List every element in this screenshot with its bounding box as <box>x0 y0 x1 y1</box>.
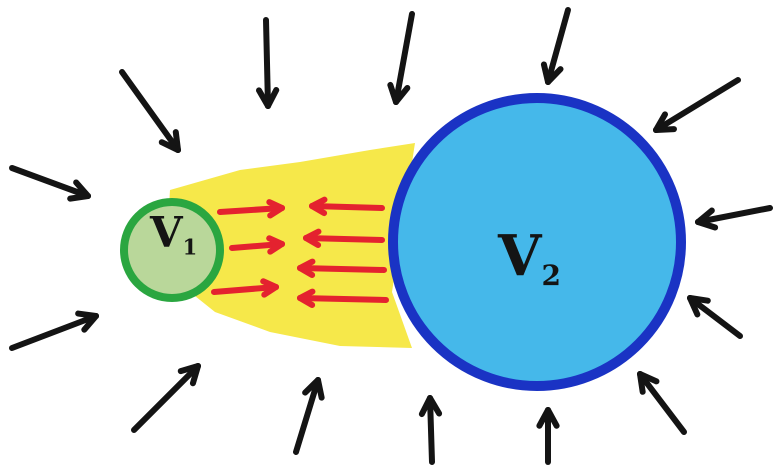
inward-arrow <box>536 407 560 465</box>
inward-arrow <box>293 377 325 455</box>
flow-arrows <box>211 196 389 308</box>
flow-arrow <box>297 258 387 279</box>
flow-arrow <box>297 288 389 308</box>
large-circle-v2 <box>388 93 686 391</box>
inward-arrow <box>119 69 181 153</box>
inward-arrow <box>9 310 99 351</box>
label-v1: V1 <box>150 208 198 260</box>
small-circle-v1 <box>120 198 224 302</box>
flow-arrow <box>229 235 285 255</box>
outer-arrows <box>9 7 773 465</box>
inward-arrow <box>637 371 687 435</box>
inward-arrow <box>387 11 415 105</box>
inward-arrow <box>256 17 280 109</box>
inward-arrow <box>653 77 741 133</box>
inward-arrow <box>540 7 571 85</box>
flow-arrow <box>211 278 279 298</box>
inward-arrow <box>9 165 91 202</box>
inward-arrow <box>695 205 773 231</box>
flow-arrow <box>217 199 285 219</box>
inward-arrow <box>418 395 443 465</box>
inward-arrow <box>131 363 201 433</box>
label-v2: V2 <box>498 223 561 292</box>
flow-arrow <box>309 196 385 217</box>
inward-arrow <box>687 295 743 339</box>
flow-arrow <box>303 228 385 249</box>
